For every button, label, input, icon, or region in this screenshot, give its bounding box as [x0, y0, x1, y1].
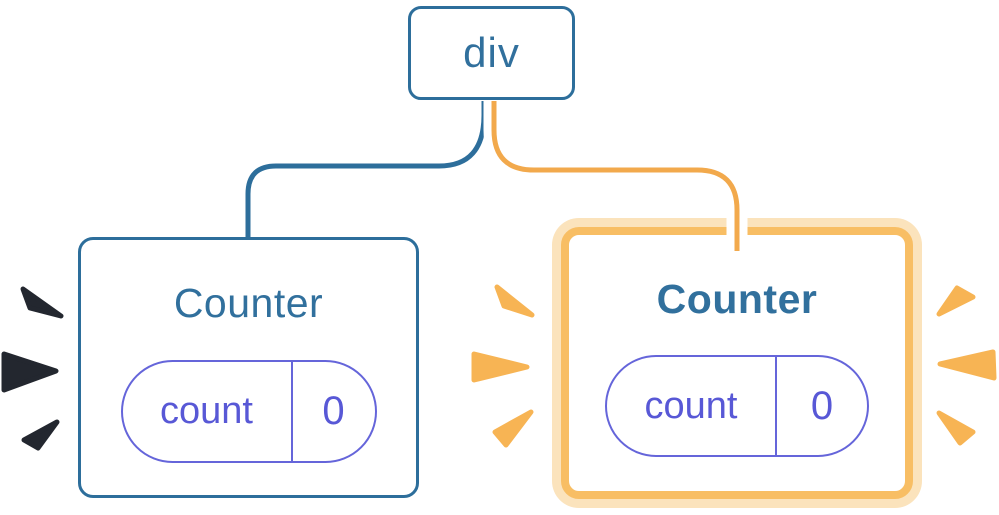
tree-root-node: div [408, 6, 575, 100]
sparkle-icon [492, 409, 534, 448]
pill-divider [290, 362, 293, 461]
counter-card-left: Counter count 0 [78, 237, 419, 498]
sparkle-icon [937, 349, 997, 381]
state-value: 0 [322, 389, 345, 433]
state-key-label: count [644, 384, 738, 427]
state-value: 0 [810, 383, 834, 428]
edge-highlight-casing [483, 101, 748, 243]
sparkle-burst-middle [471, 284, 535, 448]
counter-card-right-highlighted: Counter count 0 [561, 227, 913, 499]
sparkle-burst-left [1, 286, 64, 451]
edge-to-left-counter [245, 101, 487, 240]
sparkle-icon [20, 286, 64, 319]
sparkle-icon [1, 351, 59, 393]
sparkle-icon [471, 351, 530, 383]
sparkle-icon [936, 410, 976, 446]
counter-title: Counter [656, 276, 818, 322]
counter-title: Counter [173, 280, 324, 326]
sparkle-icon [21, 419, 60, 451]
pill-divider [775, 357, 777, 455]
sparkle-icon [494, 284, 535, 318]
state-key-label: count [160, 390, 253, 432]
state-pill: count 0 [605, 355, 869, 457]
root-node-label: div [463, 29, 520, 76]
state-pill: count 0 [120, 360, 377, 463]
sparkle-burst-right [936, 285, 997, 446]
sparkle-icon [936, 285, 976, 317]
